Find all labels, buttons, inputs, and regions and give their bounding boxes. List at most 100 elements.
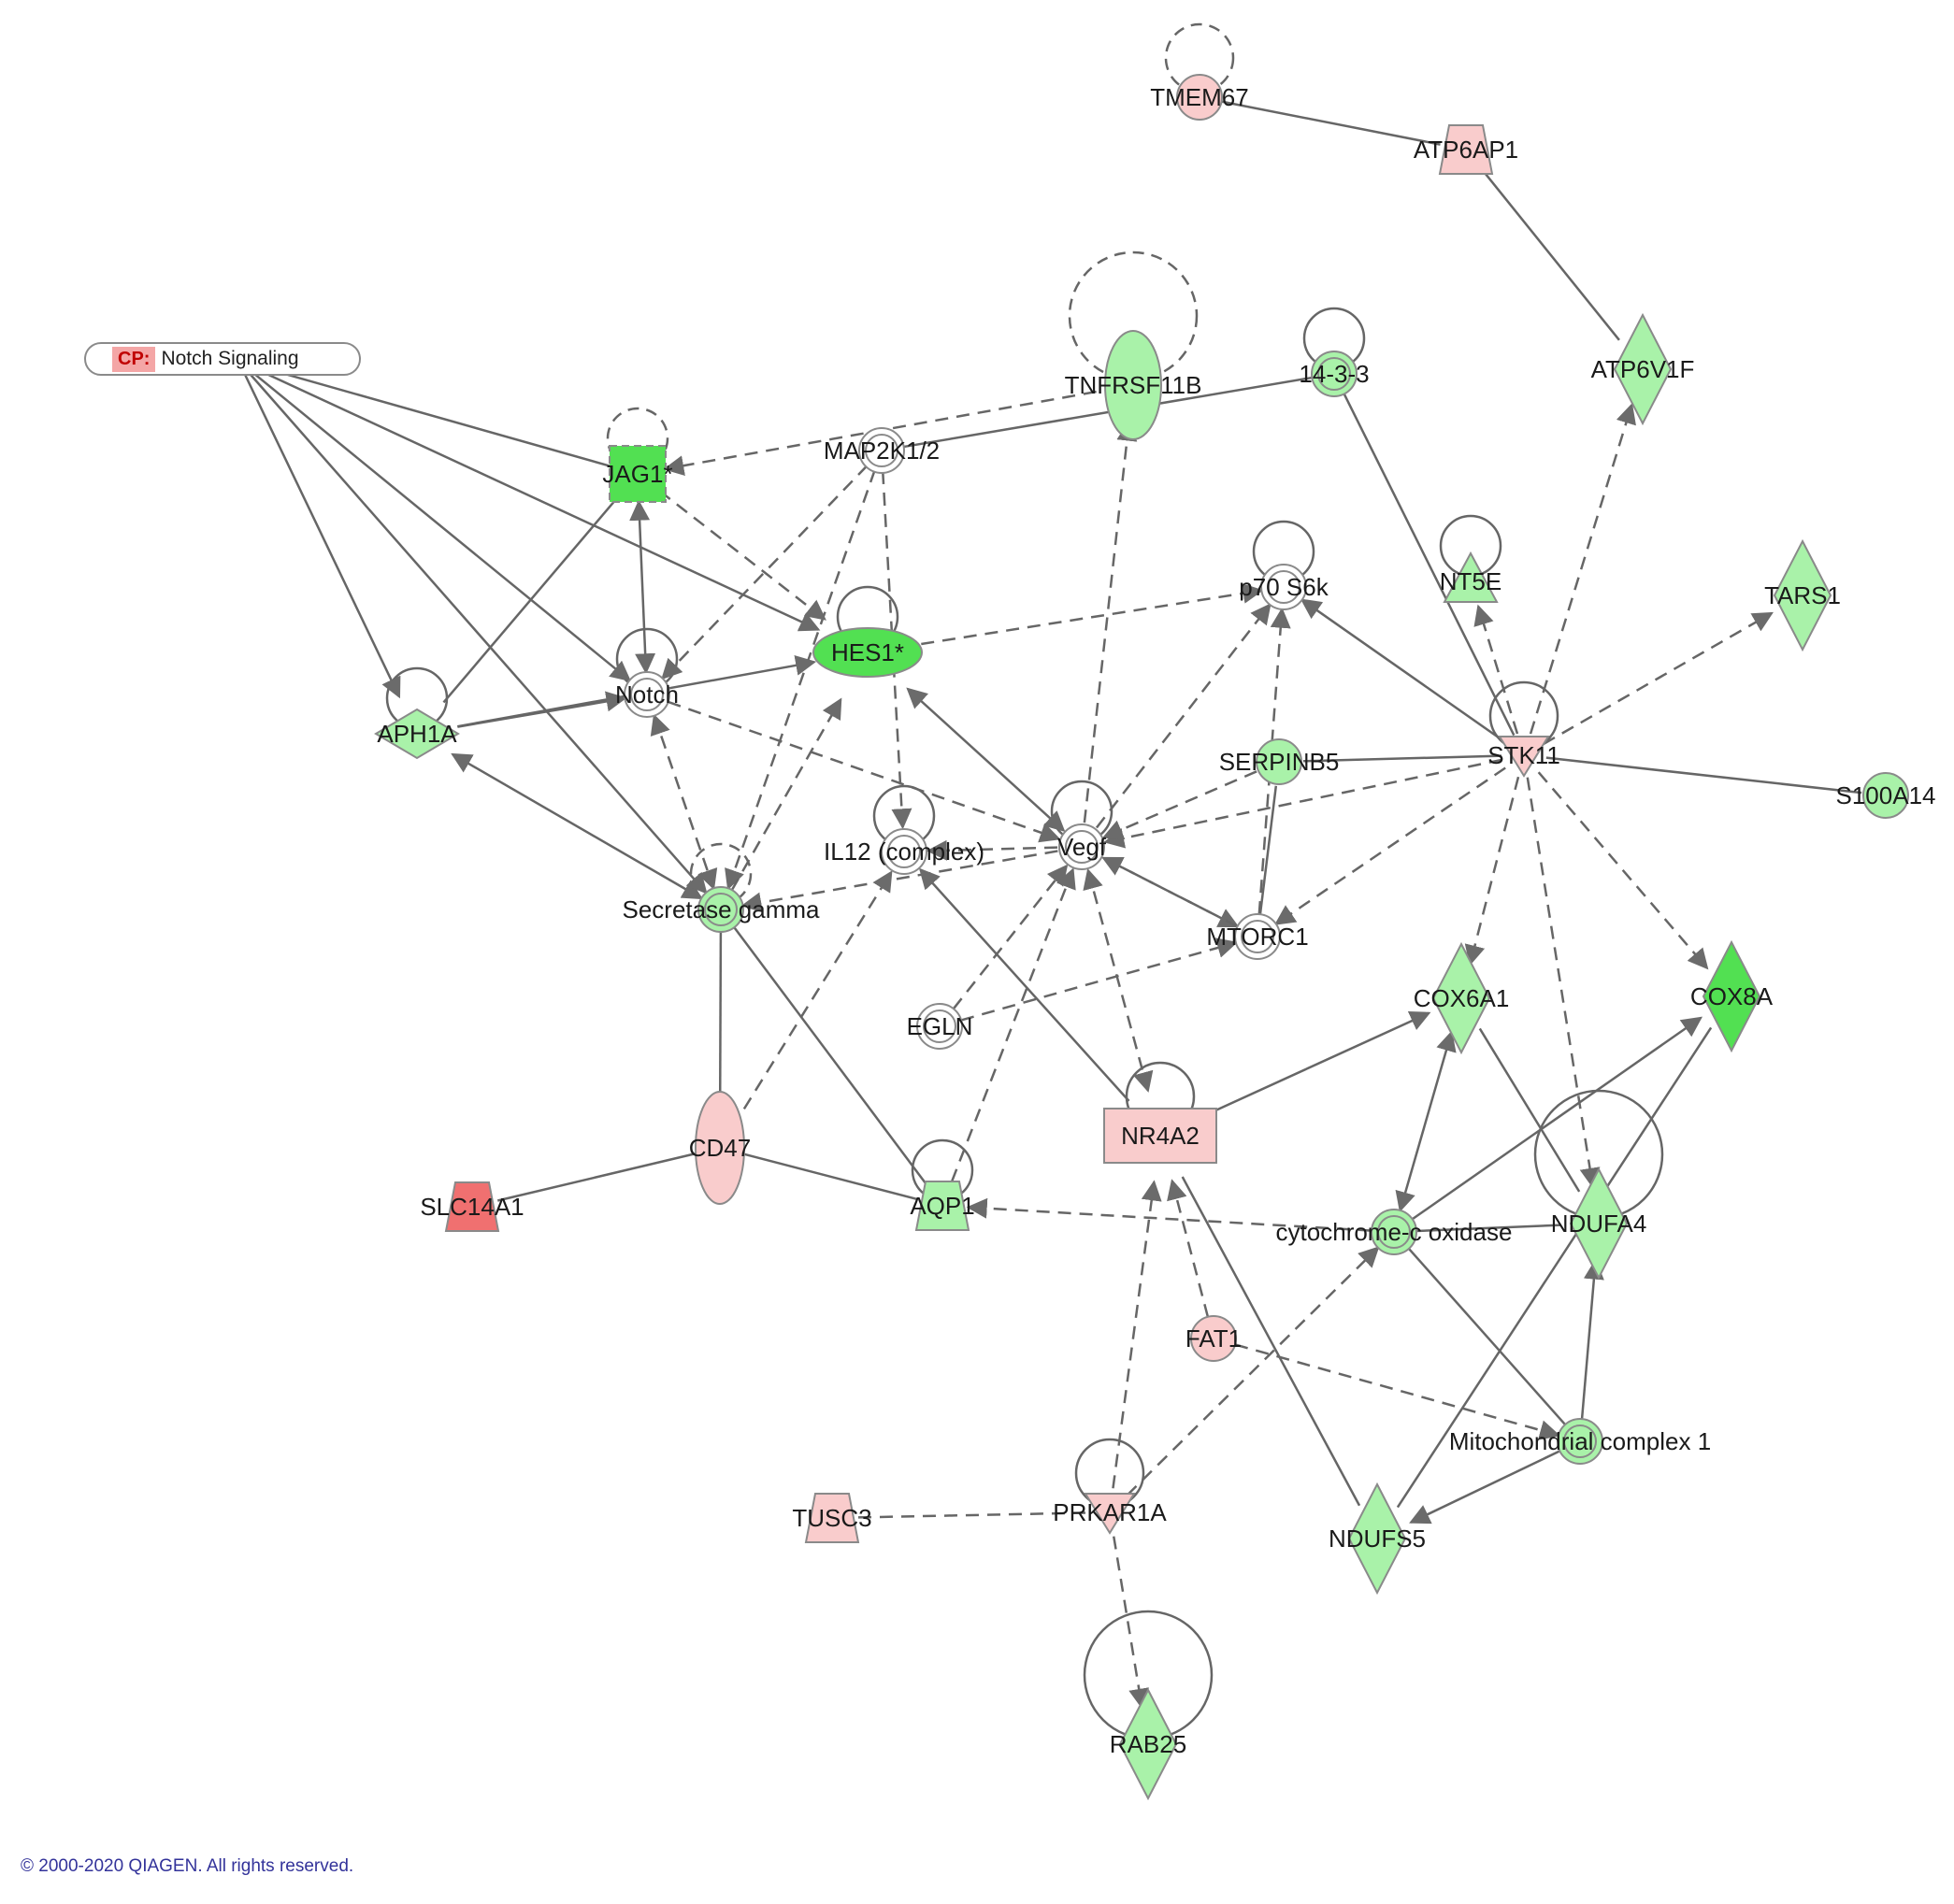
node-tnfrsf11b[interactable]: TNFRSF11B bbox=[1065, 330, 1202, 440]
node-secretase[interactable]: Secretase gamma bbox=[623, 886, 821, 933]
edge-fat1-to-nr4a2 bbox=[1167, 1179, 1210, 1318]
copyright-notice: © 2000-2020 QIAGEN. All rights reserved. bbox=[21, 1856, 354, 1876]
node-s100a14[interactable]: S100A14 bbox=[1836, 772, 1936, 819]
node-p70s6k[interactable]: p70 S6k bbox=[1239, 564, 1329, 610]
node-rab25[interactable]: RAB25 bbox=[1110, 1687, 1186, 1801]
edge-nr4a2-to-vegf bbox=[1083, 867, 1154, 1093]
cox6a1-shape bbox=[1431, 941, 1491, 1055]
node-label-aph1a: APH1A bbox=[377, 720, 457, 748]
node-label-ndufa4: NDUFA4 bbox=[1551, 1210, 1647, 1238]
node-14-3-3[interactable]: 14-3-3 bbox=[1299, 351, 1370, 397]
edge-cd47-to-aqp1 bbox=[742, 1152, 918, 1201]
node-tars1[interactable]: TARS1 bbox=[1764, 538, 1841, 652]
node-atp6ap1[interactable]: ATP6AP1 bbox=[1414, 124, 1518, 175]
node-label-notch: Notch bbox=[615, 680, 679, 709]
edge-stk11-to-serpinb5 bbox=[1302, 754, 1502, 763]
edge-prkar1a-to-rab25 bbox=[1113, 1536, 1150, 1710]
node-atp6v1f[interactable]: ATP6V1F bbox=[1591, 312, 1695, 426]
node-label-s100a14: S100A14 bbox=[1836, 781, 1936, 809]
edge-vegf-to-secretase bbox=[740, 850, 1058, 913]
stk11-shape bbox=[1498, 736, 1550, 778]
node-label-hes1: HES1* bbox=[831, 638, 904, 666]
node-aph1a[interactable]: APH1A bbox=[374, 708, 460, 760]
aqp1-shape bbox=[914, 1181, 970, 1231]
edge-cp-to-aph1a bbox=[241, 368, 401, 699]
edge-serpinb5-to-mtorc1 bbox=[1258, 785, 1278, 915]
node-slc14a1[interactable]: SLC14A1 bbox=[420, 1181, 524, 1232]
node-tusc3[interactable]: TUSC3 bbox=[792, 1493, 872, 1543]
node-notch[interactable]: Notch bbox=[615, 671, 679, 718]
node-hes1[interactable]: HES1* bbox=[812, 627, 923, 678]
self-loops-layer bbox=[385, 22, 1664, 1740]
edge-nr4a2-to-il12 bbox=[918, 867, 1130, 1102]
node-vegf[interactable]: Vegf bbox=[1057, 823, 1107, 870]
edge-map2k1-2-to-notch bbox=[661, 464, 869, 680]
edge-stk11-to-tars1 bbox=[1543, 611, 1774, 746]
node-label-fat1: FAT1 bbox=[1185, 1324, 1242, 1353]
edge-atp6ap1-to-atp6v1f bbox=[1481, 169, 1620, 341]
node-label-egln: EGLN bbox=[907, 1012, 973, 1040]
cp-tag: CP: bbox=[112, 346, 156, 372]
edge-stk11-to-atp6v1f bbox=[1529, 403, 1636, 735]
node-jag1[interactable]: JAG1* bbox=[602, 445, 673, 503]
node-label-secretase: Secretase gamma bbox=[623, 895, 821, 923]
edge-mtorc1-to-vegf bbox=[1101, 856, 1239, 928]
edge-ndufs5-to-cox8a bbox=[1396, 1026, 1713, 1509]
edge-cox-to-ndufa4 bbox=[1415, 1224, 1562, 1233]
canonical-pathway-badge[interactable]: CP: Notch Signaling bbox=[84, 342, 361, 376]
edge-vegf-to-il12 bbox=[926, 839, 1058, 861]
node-label-cox: cytochrome-c oxidase bbox=[1276, 1218, 1513, 1246]
edge-vegf-to-tnfrsf11b bbox=[1083, 420, 1138, 823]
egln-shape bbox=[923, 1009, 956, 1043]
edge-stk11-to-ndufa4 bbox=[1526, 777, 1601, 1189]
self-loop-tmem67 bbox=[1164, 22, 1235, 93]
edge-jag1-to-notch bbox=[629, 499, 656, 675]
node-cox[interactable]: cytochrome-c oxidase bbox=[1276, 1209, 1513, 1255]
node-cd47[interactable]: CD47 bbox=[689, 1091, 751, 1205]
node-aqp1[interactable]: AQP1 bbox=[910, 1181, 975, 1231]
edge-aqp1-to-vegf bbox=[950, 867, 1076, 1182]
node-label-slc14a1: SLC14A1 bbox=[420, 1193, 524, 1221]
node-nr4a2[interactable]: NR4A2 bbox=[1103, 1108, 1217, 1164]
node-label-jag1: JAG1* bbox=[602, 460, 672, 488]
edge-cox-to-cox6a1 bbox=[1395, 1030, 1457, 1213]
node-label-mtorc1: MTORC1 bbox=[1206, 923, 1308, 951]
node-ndufa4[interactable]: NDUFA4 bbox=[1551, 1167, 1647, 1281]
edge-tusc3-to-prkar1a bbox=[857, 1511, 1086, 1519]
node-label-atp6ap1: ATP6AP1 bbox=[1414, 136, 1518, 164]
node-mitoc1[interactable]: Mitochondrial complex 1 bbox=[1449, 1418, 1711, 1465]
edge-cd47-to-il12 bbox=[731, 870, 893, 1128]
node-fat1[interactable]: FAT1 bbox=[1185, 1315, 1242, 1362]
node-nt5e[interactable]: NT5E bbox=[1440, 551, 1501, 603]
node-il12[interactable]: IL12 (complex) bbox=[824, 828, 984, 875]
edge-secretase-to-aqp1 bbox=[733, 926, 928, 1186]
node-tmem67[interactable]: TMEM67 bbox=[1150, 74, 1249, 121]
node-label-vegf: Vegf bbox=[1057, 833, 1107, 861]
node-label-tmem67: TMEM67 bbox=[1150, 83, 1248, 111]
node-stk11[interactable]: STK11 bbox=[1487, 736, 1560, 778]
mitoc1-shape bbox=[1563, 1424, 1597, 1458]
edge-stk11-to-cox6a1 bbox=[1464, 776, 1520, 966]
node-serpinb5[interactable]: SERPINB5 bbox=[1219, 738, 1340, 785]
aph1a-shape bbox=[374, 708, 460, 760]
notch-shape bbox=[630, 678, 664, 711]
edge-nr4a2-to-cox6a1 bbox=[1201, 1010, 1431, 1118]
tars1-shape bbox=[1773, 538, 1832, 652]
edge-fat1-to-mitoc1 bbox=[1234, 1343, 1561, 1440]
node-map2k1-2[interactable]: MAP2K1/2 bbox=[824, 427, 940, 474]
atp6v1f-shape bbox=[1613, 312, 1673, 426]
edge-cox-to-mitoc1 bbox=[1408, 1248, 1566, 1425]
node-label-14-3-3: 14-3-3 bbox=[1299, 360, 1369, 388]
node-label-cox6a1: COX6A1 bbox=[1414, 984, 1510, 1012]
node-label-serpinb5: SERPINB5 bbox=[1219, 748, 1340, 776]
edge-egln-to-mtorc1 bbox=[960, 938, 1239, 1022]
node-cox8a[interactable]: COX8A bbox=[1690, 939, 1774, 1053]
edge-tmem67-to-atp6ap1 bbox=[1219, 100, 1441, 146]
node-prkar1a[interactable]: PRKAR1A bbox=[1053, 1493, 1167, 1535]
node-egln[interactable]: EGLN bbox=[907, 1003, 973, 1050]
edge-stk11-to-p70s6k bbox=[1300, 598, 1507, 744]
node-mtorc1[interactable]: MTORC1 bbox=[1206, 913, 1309, 960]
node-label-nr4a2: NR4A2 bbox=[1121, 1122, 1200, 1150]
node-cox6a1[interactable]: COX6A1 bbox=[1414, 941, 1510, 1055]
node-ndufs5[interactable]: NDUFS5 bbox=[1329, 1482, 1426, 1596]
